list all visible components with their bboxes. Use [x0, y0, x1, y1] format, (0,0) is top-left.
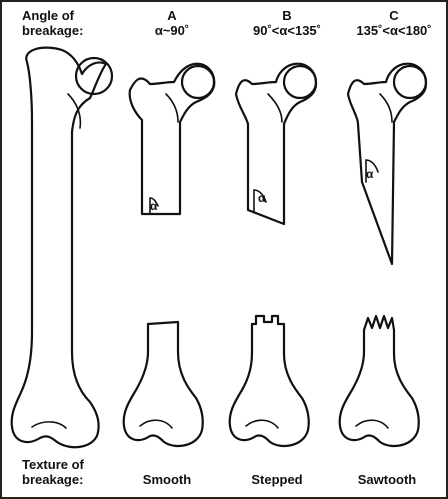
- fragment-c-head: [394, 66, 426, 98]
- fragment-b-head: [284, 66, 316, 98]
- texture-smooth: Smooth: [127, 472, 207, 487]
- fragment-b-alpha: α: [258, 191, 266, 205]
- fragment-a-alpha: α: [150, 199, 158, 213]
- whole-femur: [12, 48, 112, 448]
- fragment-b-neck-line: [268, 94, 282, 122]
- fragment-a-head: [182, 66, 214, 98]
- fragment-b-condyle-line: [246, 420, 278, 428]
- texture-sawtooth: Sawtooth: [337, 472, 437, 487]
- fragment-b-proximal: α: [236, 64, 316, 224]
- fragment-b-distal: [230, 316, 309, 446]
- fragment-b-distal-outline: [230, 316, 309, 446]
- femur-condyle-line: [32, 422, 66, 428]
- fragment-a-distal: [124, 322, 203, 446]
- fragment-a-condyle-line: [140, 420, 172, 428]
- texture-label-line1: Texture of: [22, 457, 84, 472]
- fragment-c-distal-outline: [340, 316, 419, 446]
- fragment-b-outline: [236, 64, 316, 224]
- fragment-a-distal-outline: [124, 322, 203, 446]
- fragment-c-alpha: α: [366, 167, 374, 181]
- fragment-c-distal: [340, 316, 419, 446]
- texture-label-line2: breakage:: [22, 472, 83, 487]
- fragment-c-condyle-line: [356, 420, 388, 428]
- fragment-c-neck-line: [380, 94, 392, 122]
- fragment-c-outline: [348, 64, 426, 264]
- fragment-c-proximal: α: [348, 64, 426, 264]
- femur-outline: [12, 48, 106, 448]
- fragment-a-neck-line: [166, 94, 178, 122]
- fragment-a-proximal: α: [130, 64, 215, 214]
- texture-stepped: Stepped: [232, 472, 322, 487]
- fragment-a-outline: [130, 64, 215, 214]
